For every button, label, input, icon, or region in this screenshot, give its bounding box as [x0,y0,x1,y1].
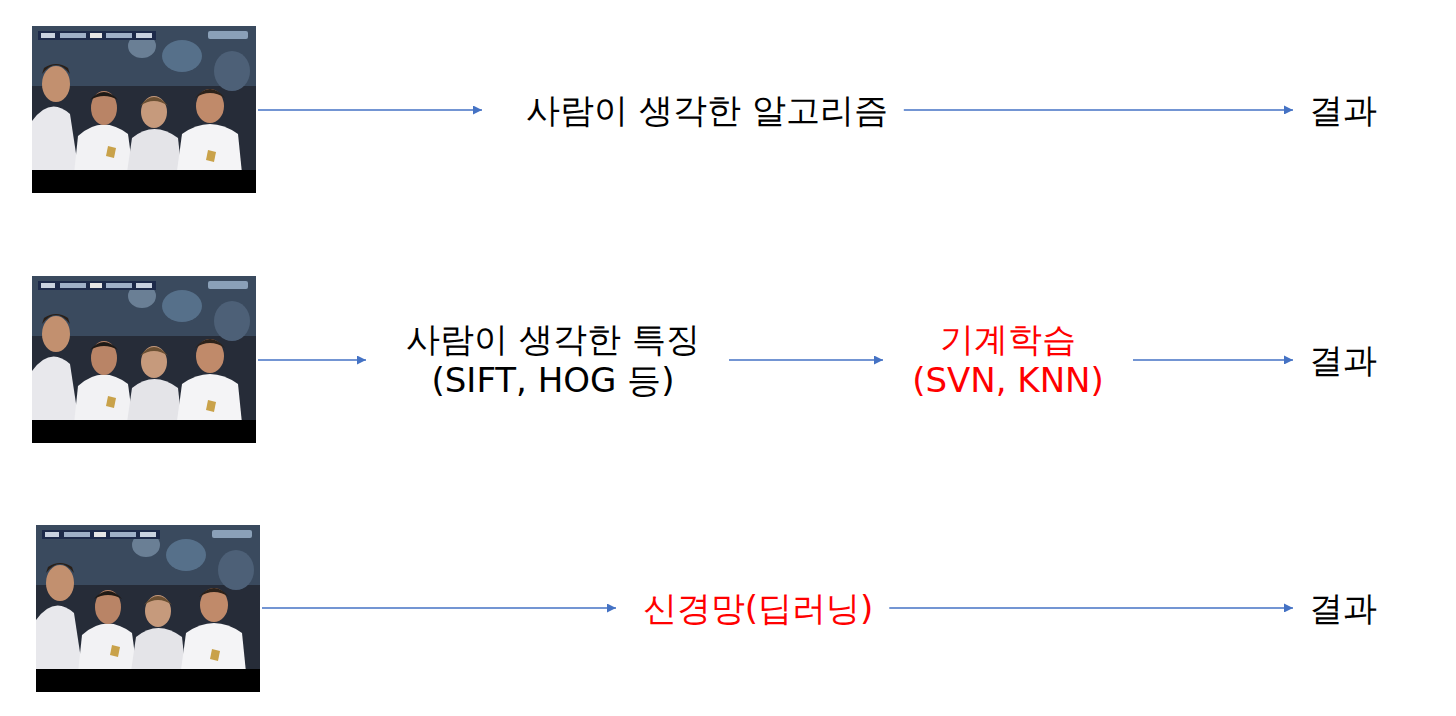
process-step: 사람이 생각한 특징 (SIFT, HOG 등) [377,315,729,405]
node-text: 결과 [1309,340,1377,381]
process-step: 사람이 생각한 알고리즘 [510,86,904,135]
flow-arrow [729,359,883,361]
flow-arrow [889,607,1293,609]
result-label: 결과 [1293,336,1393,385]
input-arrow [258,359,366,361]
learning-step: 기계학습 (SVN, KNN) [883,315,1133,405]
node-text: 사람이 생각한 알고리즘 [526,90,888,131]
node-text: 기계학습 (SVN, KNN) [899,319,1117,401]
input-arrow [258,109,482,111]
node-text: 신경망(딥러닝) [643,588,874,629]
flow-arrow [1133,359,1293,361]
node-text: 결과 [1309,90,1377,131]
video-frame [32,26,256,193]
flow-arrow [904,109,1293,111]
input-arrow [262,607,616,609]
video-frame [36,525,260,692]
learning-step: 신경망(딥러닝) [627,584,890,633]
result-label: 결과 [1293,584,1393,633]
node-text: 사람이 생각한 특징 (SIFT, HOG 등) [393,319,713,401]
video-frame [32,276,256,443]
result-label: 결과 [1293,86,1393,135]
node-text: 결과 [1309,588,1377,629]
